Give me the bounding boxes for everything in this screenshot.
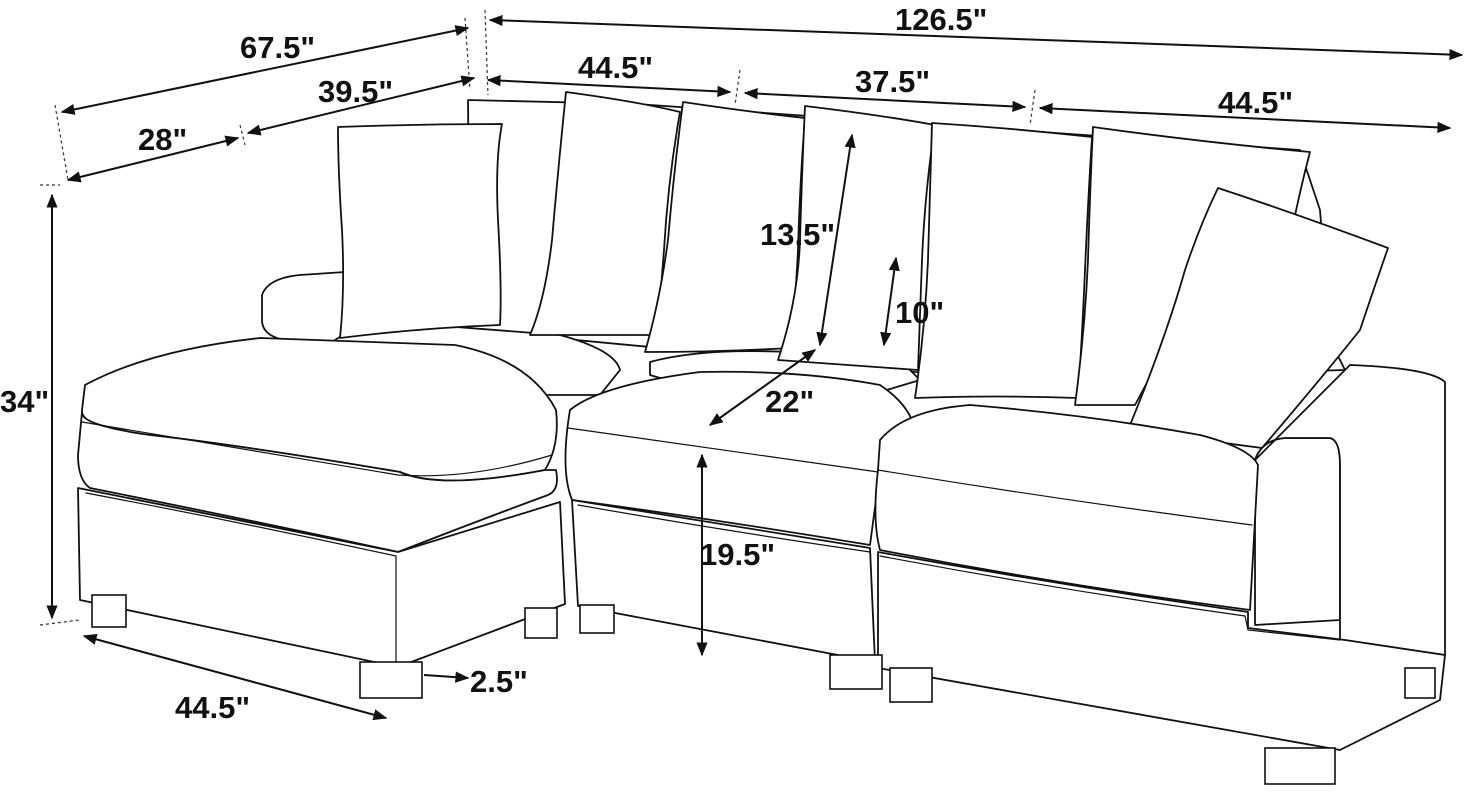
leg — [579, 604, 615, 634]
label-right-section-width: 44.5" — [1218, 85, 1293, 120]
label-seat-depth: 22" — [765, 384, 814, 419]
leg — [1264, 747, 1336, 785]
label-chaise-depth: 67.5" — [240, 30, 315, 65]
label-left-section-width: 44.5" — [578, 50, 653, 85]
label-back-cushion-height: 10" — [895, 295, 944, 330]
label-seat-height: 19.5" — [700, 537, 775, 572]
pillow-7 — [1129, 187, 1389, 449]
label-overall-height: 34" — [0, 384, 49, 419]
leg — [359, 661, 423, 699]
leg — [524, 607, 558, 639]
dim-line-chaise-front-depth — [66, 135, 240, 183]
label-total-length: 126.5" — [895, 2, 987, 37]
right-arm — [1254, 437, 1341, 626]
dim-line-chaise-back-depth — [246, 75, 476, 136]
right-seat-base — [877, 551, 1446, 751]
right-seat-cushion — [874, 404, 1259, 611]
right-arm-top — [1254, 364, 1446, 656]
dim-line-pillow-height — [816, 133, 856, 347]
pillow-1 — [337, 123, 503, 339]
dimension-labels: 126.5" 67.5" 39.5" 28" 44.5" 37.5" 44.5"… — [0, 2, 1293, 725]
dim-line-chaise-depth — [60, 25, 470, 115]
leg — [1404, 667, 1436, 699]
dim-line-back-cushion-height — [880, 256, 900, 347]
chaise-base — [77, 487, 566, 668]
dim-line-total-length — [488, 14, 1464, 61]
label-pillow-height: 13.5" — [760, 217, 835, 252]
dim-line-right-section — [1038, 103, 1452, 133]
label-chaise-back-depth: 39.5" — [318, 74, 393, 109]
label-middle-section-width: 37.5" — [855, 64, 930, 99]
leg — [91, 594, 127, 628]
left-arm — [261, 271, 346, 346]
dimension-lines — [39, 9, 1464, 721]
leg — [829, 654, 883, 690]
sofa-illustration — [77, 91, 1446, 785]
pillow-5 — [914, 122, 1093, 399]
label-chaise-front-depth: 28" — [138, 122, 187, 157]
label-chaise-width: 44.5" — [175, 690, 250, 725]
dim-line-leg-height — [423, 671, 470, 683]
leg — [889, 667, 933, 703]
dim-line-middle-section — [743, 88, 1027, 112]
chaise-cushion-front — [77, 411, 558, 553]
dim-line-seat-depth — [708, 349, 817, 426]
label-leg-height: 2.5" — [470, 664, 528, 699]
dim-line-chaise-width — [82, 633, 388, 721]
dim-line-left-section — [486, 75, 732, 97]
